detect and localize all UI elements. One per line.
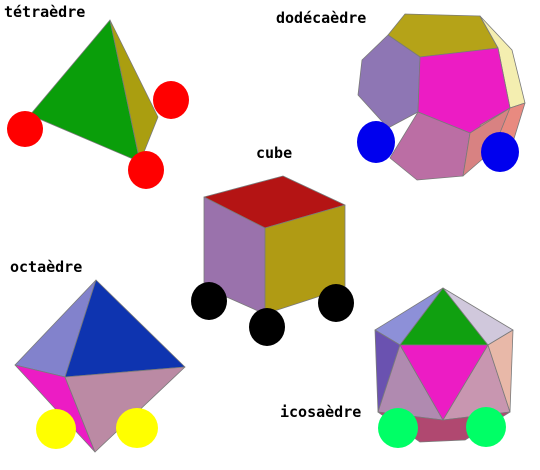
dodecahedron-wheel-left <box>357 121 395 163</box>
icosahedron-label: icosaèdre <box>280 403 362 421</box>
icosahedron-wheel-right <box>466 407 506 447</box>
octahedron-wheel-left <box>36 409 76 449</box>
cube <box>191 175 354 346</box>
cube-label: cube <box>256 144 293 162</box>
dodecahedron-bottom-face <box>389 111 471 181</box>
tetrahedron-label: tétraèdre <box>4 3 86 21</box>
tetrahedron-wheel-left <box>7 111 43 147</box>
dodecahedron-label: dodécaèdre <box>276 9 367 27</box>
tetrahedron-wheel-right <box>153 81 189 119</box>
dodecahedron-wheel-right <box>481 132 519 172</box>
cube-wheel-left <box>191 282 227 320</box>
icosahedron-wheel-left <box>378 408 418 448</box>
tetrahedron <box>7 19 189 189</box>
cube-wheel-right <box>318 284 354 322</box>
octahedron <box>14 279 186 453</box>
octahedron-label: octaèdre <box>10 258 83 276</box>
octahedron-wheel-right <box>116 408 158 448</box>
icosahedron <box>374 287 514 448</box>
tetrahedron-wheel-front <box>128 151 164 189</box>
icosahedron-right-face <box>487 329 514 413</box>
dodecahedron <box>357 13 526 181</box>
tetrahedron-front-face <box>29 19 141 163</box>
cube-wheel-front <box>249 308 285 346</box>
tetrahedron-side-face <box>109 19 159 163</box>
